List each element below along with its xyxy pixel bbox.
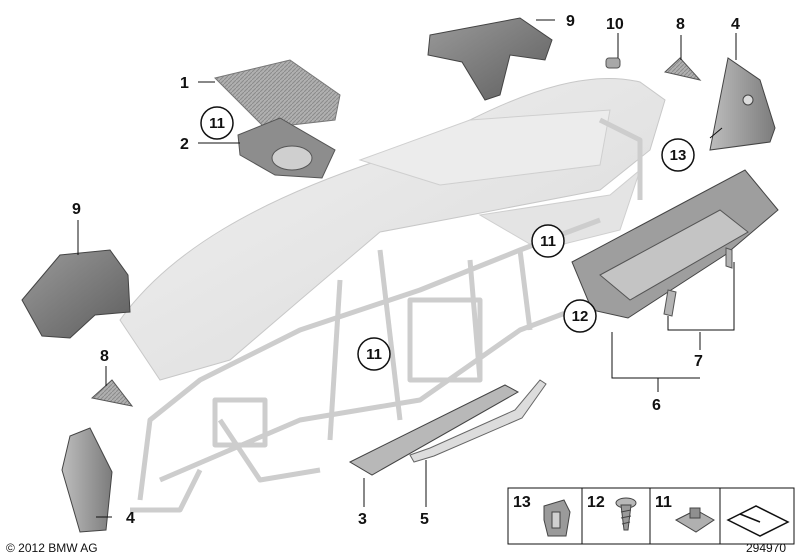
clip-fastener-icon <box>543 499 571 537</box>
side-trim-part-bottom <box>61 427 113 533</box>
callout-1: 1 <box>180 75 189 92</box>
floor-mat-icon <box>726 505 790 537</box>
callout-5: 5 <box>420 511 429 528</box>
legend-label-12: 12 <box>587 494 605 511</box>
side-trim-hole <box>742 94 754 106</box>
circled-callout-11-right: 11 <box>531 224 565 258</box>
callout-2: 2 <box>180 136 189 153</box>
copyright-text: © 2012 BMW AG <box>6 541 98 555</box>
callout-9-left: 9 <box>72 201 81 218</box>
circled-callout-12: 12 <box>563 299 597 333</box>
support-frame <box>130 117 643 513</box>
callout-4-top: 4 <box>731 16 740 33</box>
speaker-cover-part <box>214 59 341 129</box>
callout-3: 3 <box>358 511 367 528</box>
screw-fastener-icon <box>615 497 637 531</box>
vent-grille-part-left <box>90 379 134 407</box>
bracket-part-b <box>725 247 733 269</box>
svg-text:11: 11 <box>366 346 382 363</box>
circled-callout-11-center: 11 <box>357 337 391 371</box>
trim-strip-part <box>348 384 520 476</box>
callout-8-top: 8 <box>676 16 685 33</box>
bracket-part-a <box>663 289 677 317</box>
dashboard-body <box>119 77 666 381</box>
callout-9-top: 9 <box>566 13 575 30</box>
speaker-holder-part <box>237 117 336 179</box>
circled-callout-13: 13 <box>661 138 695 172</box>
vent-grille-part-top <box>663 57 702 81</box>
svg-text:12: 12 <box>572 308 589 325</box>
glovebox-support-part <box>571 169 779 319</box>
callout-4-bottom: 4 <box>126 510 135 527</box>
leader-lines <box>77 19 737 518</box>
callout-10: 10 <box>606 16 624 33</box>
callout-8-left: 8 <box>100 348 109 365</box>
fastener-legend: 13 12 11 <box>507 487 795 545</box>
legend-label-13: 13 <box>513 494 531 511</box>
clip-part <box>605 57 621 69</box>
legend-label-11: 11 <box>655 494 672 511</box>
air-duct-part-left <box>21 249 131 339</box>
callout-6: 6 <box>652 397 661 414</box>
air-duct-part-top <box>427 17 553 101</box>
callout-7: 7 <box>694 353 703 370</box>
svg-text:11: 11 <box>540 233 556 250</box>
svg-text:11: 11 <box>209 115 225 132</box>
bar-part <box>409 379 547 463</box>
svg-text:13: 13 <box>670 147 687 164</box>
nut-clip-fastener-icon <box>674 507 715 533</box>
circled-callout-11-top: 11 <box>200 106 234 140</box>
diagram-number: 294970 <box>746 541 786 555</box>
side-trim-part-top <box>709 57 776 151</box>
